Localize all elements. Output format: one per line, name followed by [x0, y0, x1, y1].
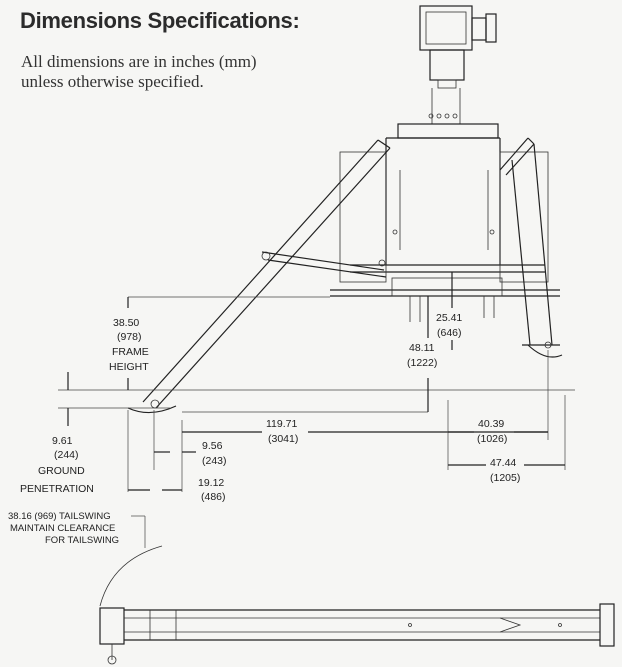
svg-text:MAINTAIN CLEARANCE: MAINTAIN CLEARANCE — [10, 523, 115, 534]
svg-text:(486): (486) — [201, 491, 226, 503]
svg-text:(1222): (1222) — [407, 357, 437, 369]
svg-text:(3041): (3041) — [268, 433, 298, 445]
dim-ground-penetration: 9.61 (244) GROUND PENETRATION — [20, 372, 94, 495]
svg-text:(646): (646) — [437, 327, 462, 339]
svg-text:HEIGHT: HEIGHT — [109, 361, 149, 373]
lower-boom — [99, 603, 615, 665]
units-note-line-2: unless otherwise specified. — [21, 72, 204, 91]
left-boom-arm — [127, 139, 391, 414]
right-leg — [499, 137, 563, 358]
svg-text:FOR TAILSWING: FOR TAILSWING — [45, 535, 119, 546]
dim-19-12: 19.12 (486) — [127, 410, 226, 503]
dim-48-11: 48.11 (1222) — [407, 296, 437, 412]
svg-text:9.56: 9.56 — [202, 440, 223, 452]
svg-text:47.44: 47.44 — [490, 457, 516, 469]
units-note: All dimensions are in inches (mm) unless… — [21, 52, 351, 92]
svg-text:40.39: 40.39 — [478, 418, 504, 430]
svg-text:38.50: 38.50 — [113, 317, 139, 329]
svg-text:119.71: 119.71 — [266, 418, 297, 430]
dim-47-44: 47.44 (1205) — [448, 395, 566, 484]
svg-text:PENETRATION: PENETRATION — [20, 483, 94, 495]
svg-text:38.16 (969) TAILSWING: 38.16 (969) TAILSWING — [8, 511, 111, 522]
svg-text:GROUND: GROUND — [38, 465, 85, 477]
dim-119-71: 119.71 (3041) — [182, 411, 548, 445]
tailswing-note: 38.16 (969) TAILSWING MAINTAIN CLEARANCE… — [8, 511, 163, 607]
svg-text:19.12: 19.12 — [198, 477, 224, 489]
motor-assembly — [419, 5, 497, 124]
units-note-line-1: All dimensions are in inches (mm) — [21, 52, 257, 71]
svg-text:(1205): (1205) — [490, 472, 520, 484]
machine-housing — [330, 123, 560, 322]
svg-text:FRAME: FRAME — [112, 346, 149, 358]
dim-9-56: 9.56 (243) — [153, 410, 227, 492]
svg-text:(1026): (1026) — [477, 433, 507, 445]
svg-text:(978): (978) — [117, 331, 142, 343]
svg-text:9.61: 9.61 — [52, 435, 73, 447]
dim-40-39: 40.39 (1026) — [447, 350, 549, 470]
svg-text:25.41: 25.41 — [436, 312, 462, 324]
page-title: Dimensions Specifications: — [20, 8, 300, 33]
dim-25-41: 25.41 (646) — [436, 272, 462, 350]
svg-text:(243): (243) — [202, 455, 227, 467]
svg-text:48.11: 48.11 — [409, 342, 435, 354]
dim-frame-height: 38.50 (978) FRAME HEIGHT — [109, 296, 330, 390]
svg-text:(244): (244) — [54, 449, 79, 461]
